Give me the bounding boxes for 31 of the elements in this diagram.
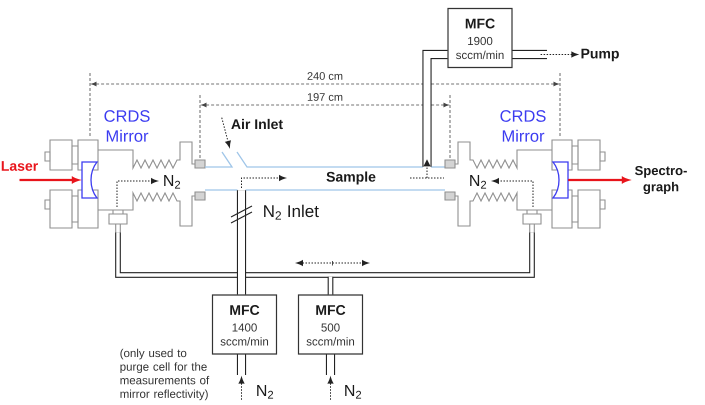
gas-tube	[115, 232, 330, 278]
gas-label: N$_{2}$	[345, 385, 362, 399]
inlet-label: N$_{2}$ Inlet	[264, 204, 319, 220]
air-inlet-label: Air Inlet	[231, 118, 283, 130]
beam-arrow	[568, 176, 629, 184]
node-label: N$_{2}$	[470, 174, 486, 189]
leader-line	[221, 117, 231, 148]
mfc-box: MFC 500 sccm/min	[298, 294, 364, 355]
gas-label: N$_{2}$	[257, 385, 274, 399]
mirror	[81, 161, 98, 199]
mirror	[552, 161, 569, 199]
gas-tube	[236, 190, 246, 294]
pump-label: Pump	[582, 48, 619, 62]
mirror-label: CRDS Mirror	[500, 110, 546, 142]
gas-tube	[328, 276, 334, 294]
dimension-label: 240 cm	[308, 72, 342, 80]
gas-tube	[422, 50, 448, 167]
mfc-box: MFC 1900 sccm/min	[447, 8, 513, 68]
node-label: N$_{2}$	[164, 174, 180, 189]
beam-arrow	[20, 176, 79, 184]
spectrograph-label: Spectro- graph	[635, 166, 687, 194]
sample-cell: Sample	[205, 152, 445, 191]
mfc-box: MFC 1400 sccm/min	[212, 294, 278, 355]
flow-arrow	[238, 377, 244, 400]
flow-arrow	[328, 377, 334, 400]
flow-arrow	[540, 52, 578, 58]
dimension-label: 197 cm	[308, 93, 342, 101]
laser-label: Laser	[2, 161, 38, 171]
gas-tube	[330, 232, 535, 278]
mirror-label: CRDS Mirror	[104, 110, 150, 142]
note-text: (only used to purge cell for the measurements of mirror reflectivity)	[120, 348, 210, 400]
